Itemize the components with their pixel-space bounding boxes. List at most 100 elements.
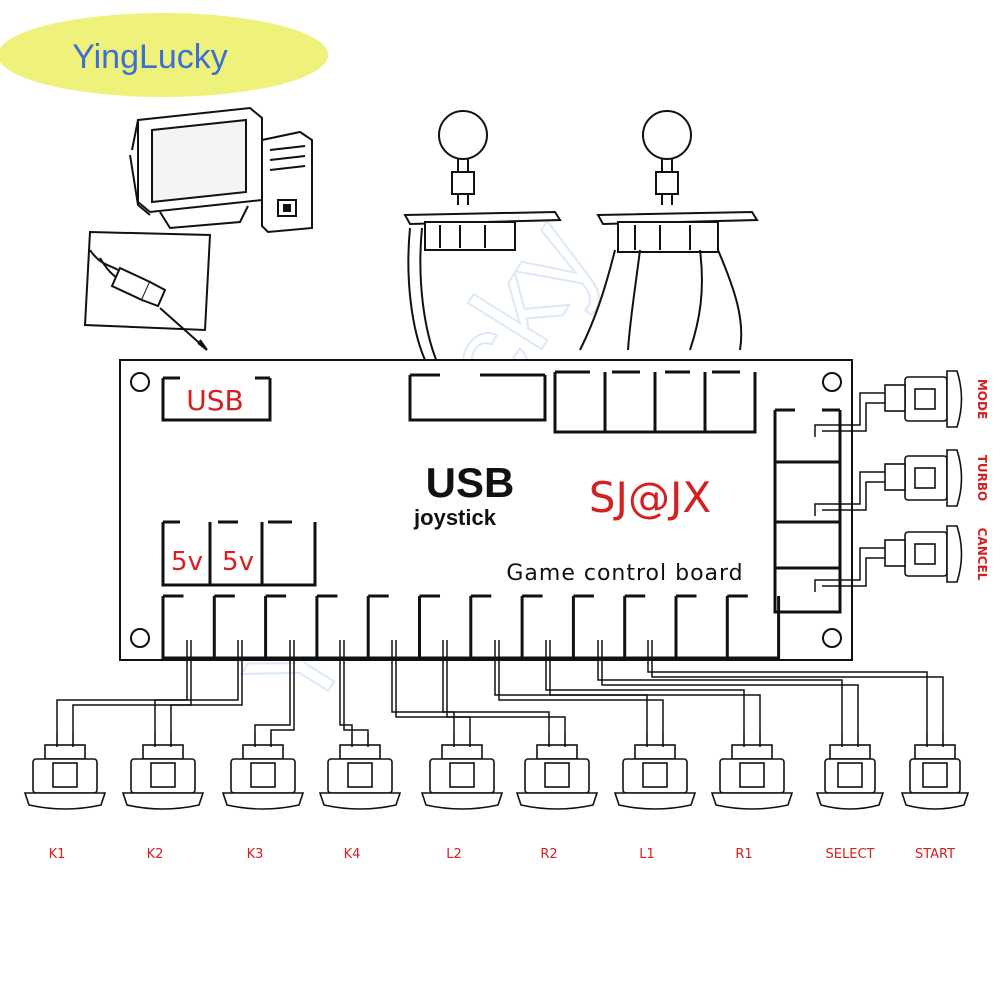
button-switch: [250, 762, 276, 788]
side-button-switch: [914, 543, 936, 565]
button-switch: [544, 762, 570, 788]
joystick-right: [579, 110, 759, 351]
button-l2: [420, 733, 504, 810]
wire: [254, 640, 291, 733]
bottom-connectors: [161, 594, 781, 660]
side-button-cap: [946, 370, 963, 428]
button-k4: [318, 733, 402, 810]
board-title-sub: joystick: [413, 505, 497, 530]
wire: [395, 640, 471, 733]
button-switch: [739, 762, 765, 788]
brand-name: YingLucky: [72, 38, 228, 76]
button-label-r1: R1: [735, 847, 752, 862]
button-terminal-block: [242, 744, 284, 760]
button-cap: [23, 792, 107, 810]
mount-hole: [822, 628, 842, 648]
button-r1: [710, 733, 794, 810]
button-cap: [221, 792, 305, 810]
button-switch: [150, 762, 176, 788]
side-button-label-cancel: CANCEL: [975, 528, 989, 581]
mount-hole: [130, 628, 150, 648]
button-switch: [52, 762, 78, 788]
button-switch: [837, 762, 863, 788]
wire: [597, 640, 843, 733]
button-cap: [815, 792, 885, 810]
button-terminal-block: [536, 744, 578, 760]
side-button-terminal: [884, 384, 906, 412]
button-label-start: START: [915, 847, 955, 862]
side-button-switch: [914, 467, 936, 489]
wire: [545, 640, 745, 733]
power-connectors: [161, 520, 317, 587]
button-select: [815, 733, 885, 810]
wire: [391, 640, 455, 733]
button-cap: [318, 792, 402, 810]
wire: [339, 640, 353, 733]
wire: [651, 640, 944, 733]
button-cap: [515, 792, 599, 810]
button-label-l1: L1: [639, 847, 655, 862]
board-outline: [119, 359, 853, 661]
side-button-cap: [946, 525, 963, 583]
mount-hole: [822, 372, 842, 392]
button-r2: [515, 733, 599, 810]
side-button-label-turbo: TURBO: [975, 455, 989, 502]
usb-cable-icon: [83, 230, 212, 351]
button-label-l2: L2: [446, 847, 462, 862]
button-label-k3: K3: [247, 847, 264, 862]
side-button-mode: [884, 370, 963, 428]
board-subtitle: Game control board: [506, 561, 743, 586]
wire: [814, 471, 885, 516]
button-l1: [613, 733, 697, 810]
side-buttons: MODE TURBO CANCEL: [884, 370, 989, 583]
power-label-2: 5v: [222, 547, 254, 577]
wire: [56, 640, 188, 733]
button-label-k1: K1: [49, 847, 66, 862]
side-connectors: [773, 408, 842, 614]
button-k2: [121, 733, 205, 810]
wire: [822, 402, 885, 432]
usb-port: [161, 376, 272, 422]
joystick-left: [403, 110, 562, 363]
button-terminal-block: [731, 744, 773, 760]
wire: [822, 557, 885, 587]
button-switch: [347, 762, 373, 788]
button-cap: [121, 792, 205, 810]
joystick-connectors: [408, 370, 757, 434]
button-terminal-block: [339, 744, 381, 760]
board-model: SJ@JX: [589, 473, 711, 522]
wire: [154, 640, 239, 733]
button-cap: [710, 792, 794, 810]
button-terminal-block: [44, 744, 86, 760]
wire: [72, 640, 192, 733]
wire: [442, 640, 550, 733]
side-button-label-mode: MODE: [975, 379, 989, 419]
side-button-cap: [946, 449, 963, 507]
button-label-r2: R2: [540, 847, 557, 862]
wire: [446, 640, 566, 733]
wire: [822, 481, 885, 511]
button-k3: [221, 733, 305, 810]
button-switch: [922, 762, 948, 788]
brand-logo: YingLucky: [0, 13, 328, 97]
button-switch: [449, 762, 475, 788]
wire: [270, 640, 295, 733]
button-label-select: SELECT: [826, 847, 875, 862]
wire: [814, 392, 885, 437]
button-terminal-block: [142, 744, 184, 760]
wire: [549, 640, 761, 733]
control-board: USB USB joystick SJ@JX Game: [119, 359, 853, 661]
button-switch: [642, 762, 668, 788]
wire: [170, 640, 243, 733]
button-k1: [23, 733, 107, 810]
button-terminal-block: [914, 744, 956, 760]
side-button-turbo: [884, 449, 963, 507]
side-button-terminal: [884, 463, 906, 491]
wire: [343, 640, 369, 733]
button-cap: [900, 792, 970, 810]
computer-icon: [129, 106, 313, 234]
button-cap: [420, 792, 504, 810]
